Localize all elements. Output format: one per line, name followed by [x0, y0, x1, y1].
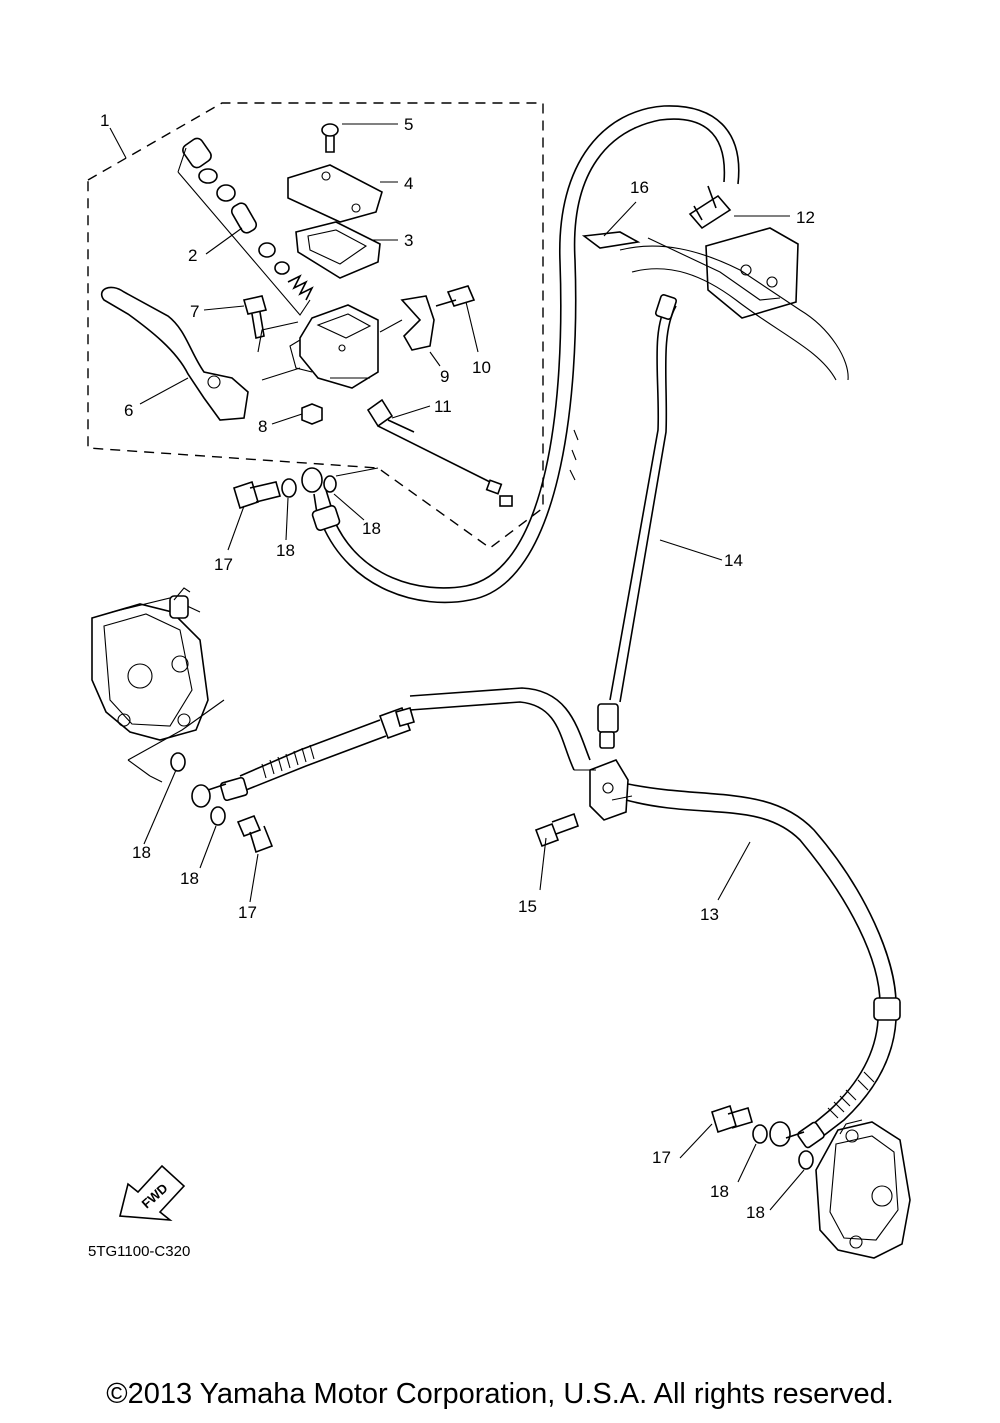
master-cylinder-assembly-boundary: [87, 102, 544, 549]
piston-spring: [287, 274, 314, 301]
label-16: 16: [630, 178, 649, 197]
label-17-upper: 17: [214, 555, 233, 574]
piston-cup-2: [274, 261, 290, 275]
union-bolt-right: [711, 1104, 753, 1134]
fwd-arrow: FWD: [118, 1164, 186, 1222]
joint-bolt-15: [534, 812, 580, 848]
label-8: 8: [258, 417, 267, 436]
banjo-fitting-right: [769, 1121, 805, 1147]
label-18-upper-a: 18: [276, 541, 295, 560]
label-9: 9: [440, 367, 449, 386]
label-15: 15: [518, 897, 537, 916]
hose-clamp-16: [581, 231, 641, 249]
master-cylinder-group: [100, 123, 513, 507]
reservoir-cap: [287, 164, 383, 223]
copper-washer-left-a: [170, 752, 186, 772]
copyright-notice: ©2013 Yamaha Motor Corporation, U.S.A. A…: [106, 1378, 894, 1410]
label-18-upper-b: 18: [362, 519, 381, 538]
copper-washer-right-b: [798, 1150, 814, 1170]
union-bolt-upper: [233, 480, 281, 510]
label-10: 10: [472, 358, 491, 377]
washer-piston: [216, 184, 236, 202]
label-18-right-a: 18: [710, 1182, 729, 1201]
label-18-left-a: 18: [132, 843, 151, 862]
banjo-fitting-left: [191, 783, 227, 808]
label-3: 3: [404, 231, 413, 250]
right-brake-caliper: [815, 1119, 911, 1259]
label-17-left: 17: [238, 903, 257, 922]
label-1: 1: [100, 111, 109, 130]
diagram-code: 5TG1100-C320: [88, 1243, 190, 1260]
label-17-right: 17: [652, 1148, 671, 1167]
piston-cup: [258, 242, 276, 258]
hose-joint-12: [688, 185, 732, 230]
hose-right-13: [625, 783, 901, 1170]
label-18-left-b: 18: [180, 869, 199, 888]
hose-left: [170, 687, 633, 854]
piston-kit-bracket: [177, 147, 311, 316]
label-13: 13: [700, 905, 719, 924]
brake-hose-joint: [534, 759, 629, 848]
brake-light-switch: [366, 398, 499, 487]
diaphragm: [295, 221, 381, 279]
label-14: 14: [724, 551, 743, 570]
copper-washer-right-a: [752, 1124, 768, 1144]
label-7: 7: [190, 302, 199, 321]
piston-boot: [182, 137, 212, 169]
label-18-right-b: 18: [746, 1203, 765, 1222]
label-2: 2: [188, 246, 197, 265]
union-bolt-left: [236, 814, 274, 854]
master-cylinder-holder: [400, 295, 435, 351]
label-12: 12: [796, 208, 815, 227]
label-5: 5: [404, 115, 413, 134]
copper-washer-upper-a: [281, 478, 297, 498]
copper-washer-left-b: [210, 806, 226, 826]
label-11: 11: [434, 397, 452, 416]
joint-block: [589, 759, 629, 821]
label-6: 6: [124, 401, 133, 420]
left-brake-caliper: [91, 587, 225, 783]
circlip: [198, 168, 218, 184]
callouts: 1 5 4 3 2 7 6 8 9 10 11 12 16 14 13 15 1…: [100, 111, 815, 1222]
holder-bolt: [435, 285, 476, 307]
hose-joint-bracket: [581, 185, 849, 381]
cover-screw: [321, 123, 339, 153]
brake-pipe-14: [597, 294, 678, 749]
lever-nut: [301, 403, 323, 425]
piston: [230, 202, 258, 234]
lever-pivot-bolt: [242, 295, 268, 339]
copper-washer-upper-b: [323, 475, 337, 493]
hose-upper-master: [233, 105, 740, 604]
label-4: 4: [404, 174, 413, 193]
